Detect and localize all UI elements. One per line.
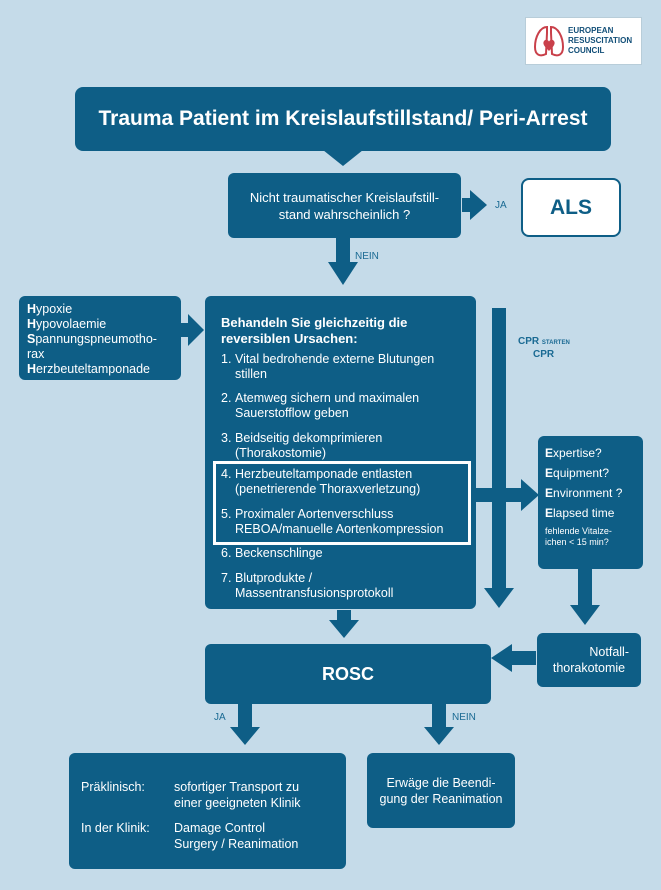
vital-signs-question: fehlende Vitalze- ichen < 15 min? [545, 526, 612, 547]
cpr-label: CPR [533, 349, 555, 360]
label-nein-top: NEIN [355, 251, 379, 262]
arrow-title-down [323, 150, 363, 166]
treatment-box: Behandeln Sie gleichzeitig die reversibl… [205, 296, 476, 609]
als-box: ALS [521, 178, 621, 237]
step-3: 3.Beidseitig dekomprimieren(Thorakostomi… [221, 431, 383, 460]
rosc-label: ROSC [321, 663, 374, 684]
prehospital-label: Präklinisch: [81, 780, 145, 794]
arrow-highlight-to-eeee [471, 479, 539, 511]
cause-item: rax [27, 347, 45, 361]
arrow-eeee-down [570, 568, 600, 625]
question-line-2: stand wahrscheinlich ? [278, 206, 411, 222]
logo-line-1: EUROPEAN [568, 26, 614, 35]
eeee-box: Expertise? Equipment? Environment ? Elap… [538, 436, 643, 569]
cpr-start-label: CPR STARTEN [518, 336, 570, 347]
highlight-frame [213, 461, 471, 545]
eeee-item: Elapsed time [545, 506, 615, 520]
question-box: Nicht traumatischer Kreislaufstill- stan… [228, 173, 461, 238]
notfall-box: Notfall- thorakotomie [537, 633, 641, 687]
arrow-main-to-rosc [329, 610, 359, 638]
label-ja-bottom: JA [214, 712, 226, 723]
arrow-to-als [462, 190, 487, 220]
cause-item: Hypovolaemie [27, 317, 107, 331]
treatment-heading: Behandeln Sie gleichzeitig die reversibl… [221, 315, 408, 346]
step-7: 7.Blutprodukte /Massentransfusionsprotok… [221, 571, 394, 600]
notfall-line-1: Notfall- [589, 645, 629, 659]
logo-line-3: COUNCIL [568, 46, 605, 55]
notfall-line-2: thorakotomie [552, 661, 626, 675]
label-nein-bottom: NEIN [452, 712, 476, 723]
erc-logo: EUROPEAN RESUSCITATION COUNCIL [525, 17, 642, 65]
arrow-rosc-ja [230, 704, 260, 745]
step-4: 4.Herzbeuteltamponade entlasten(penetrie… [221, 467, 421, 496]
eeee-item: Environment ? [545, 486, 623, 500]
cause-item: Herzbeuteltamponade [27, 362, 151, 376]
lungs-heart-icon [533, 25, 565, 57]
outcome-right-line-2: gung der Reanimation [379, 791, 503, 806]
rosc-box: ROSC [205, 644, 491, 704]
question-line-1: Nicht traumatischer Kreislaufstill- [249, 189, 440, 205]
cause-item: Spannungspneumotho- [27, 332, 157, 346]
logo-line-2: RESUSCITATION [568, 36, 633, 45]
step-6: 6.Beckenschlinge [221, 546, 323, 560]
eeee-item: Equipment? [545, 466, 610, 480]
page-title: Trauma Patient im Kreislaufstillstand/ P… [98, 107, 588, 130]
als-label: ALS [550, 195, 592, 219]
arrow-rosc-nein [424, 704, 454, 745]
label-ja-top: JA [495, 200, 507, 211]
arrow-cpr [484, 308, 514, 608]
inhospital-label: In der Klinik: [81, 821, 150, 835]
outcome-right-line-1: Erwäge die Beendi- [386, 775, 496, 790]
arrow-causes-to-main [181, 314, 204, 346]
cause-item: Hypoxie [27, 302, 73, 316]
outcome-right-box: Erwäge die Beendi- gung der Reanimation [367, 753, 515, 828]
eeee-item: Expertise? [545, 446, 602, 460]
title-box: Trauma Patient im Kreislaufstillstand/ P… [75, 87, 611, 151]
arrow-nein-down [328, 238, 358, 285]
arrow-notfall-to-rosc [491, 644, 536, 672]
causes-box: Hypoxie Hypovolaemie Spannungspneumotho-… [19, 296, 181, 380]
